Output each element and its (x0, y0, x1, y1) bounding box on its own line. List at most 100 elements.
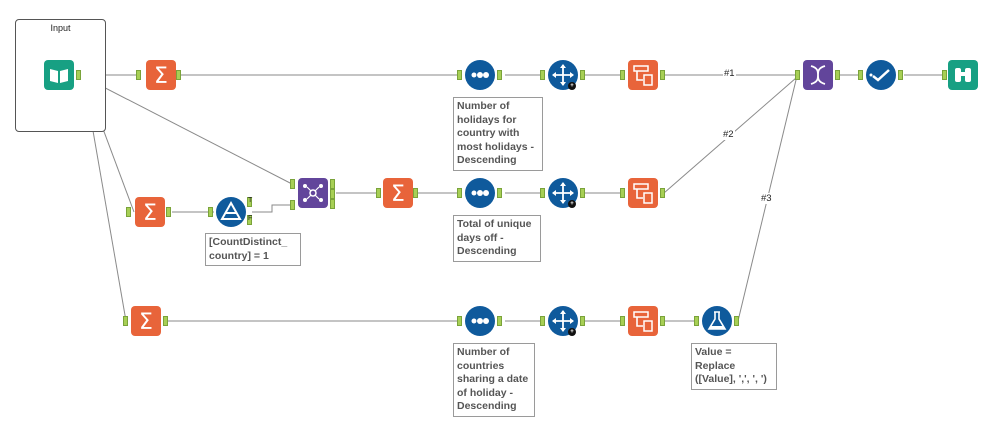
select-tool[interactable] (866, 60, 896, 90)
true-anchor-label: T (248, 197, 253, 204)
output-anchor[interactable] (580, 70, 585, 80)
annotation-line: Number of (457, 346, 510, 358)
output-anchor[interactable] (898, 70, 903, 80)
crosstab-tool-2[interactable] (628, 178, 658, 208)
annotation-line: holidays for (457, 113, 517, 126)
sigma-icon: Σ (154, 64, 168, 89)
output-anchor[interactable] (660, 70, 665, 80)
summarize-tool-2[interactable]: Σ (135, 197, 165, 227)
annotation-holidays-country: Number of holidays for country with most… (453, 97, 543, 171)
sample-tool-1[interactable] (465, 60, 495, 90)
false-anchor[interactable] (247, 215, 252, 225)
input-anchor[interactable] (457, 188, 462, 198)
input-anchor[interactable] (126, 207, 131, 217)
input-anchor[interactable] (795, 70, 800, 80)
annotation-line: days off - (457, 231, 504, 244)
false-anchor-label: F (248, 215, 253, 222)
true-anchor[interactable] (247, 197, 252, 207)
crosstab-tool-3[interactable] (628, 306, 658, 336)
crosstab-tool-1[interactable] (628, 60, 658, 90)
output-anchor[interactable] (497, 70, 502, 80)
formula-tool[interactable] (702, 306, 732, 336)
input-anchor[interactable] (620, 70, 625, 80)
connection-label-1: #1 (723, 68, 736, 79)
union-icon (810, 65, 826, 85)
connection-label-3: #3 (760, 193, 773, 204)
filter-tool[interactable] (216, 197, 246, 227)
annotation-line: ([Value], ',', ', ') (695, 373, 767, 385)
book-icon (50, 69, 68, 83)
annotation-line: Number of (457, 100, 510, 112)
sample-tool-2[interactable] (465, 178, 495, 208)
crosstab-icon (633, 65, 653, 86)
left-input-anchor[interactable] (290, 179, 295, 189)
output-anchor[interactable] (413, 188, 418, 198)
union-tool[interactable] (803, 60, 833, 90)
summarize-tool-3[interactable]: Σ (383, 178, 413, 208)
container-title: Input (50, 23, 71, 33)
sort-icon (552, 64, 574, 86)
input-anchor[interactable] (457, 70, 462, 80)
plus-icon: + (568, 328, 576, 336)
annotation-formula-expression: Value = Replace ([Value], ',', ', ') (691, 343, 777, 390)
input-anchor[interactable] (858, 70, 863, 80)
join-tool[interactable] (298, 178, 328, 208)
filter-icon (220, 200, 242, 220)
join-icon (303, 184, 323, 202)
annotation-countries-sharing: Number of countries sharing a date of ho… (453, 343, 535, 417)
output-anchor[interactable] (76, 70, 81, 80)
output-anchor[interactable] (660, 316, 665, 326)
output-anchor[interactable] (497, 316, 502, 326)
input-anchor[interactable] (540, 316, 545, 326)
input-anchor[interactable] (620, 316, 625, 326)
annotation-line: Total of unique (457, 218, 532, 230)
input-anchor[interactable] (376, 188, 381, 198)
sigma-icon: Σ (143, 201, 157, 226)
output-anchor[interactable] (166, 207, 171, 217)
input-data-tool[interactable] (44, 60, 74, 90)
output-anchor[interactable] (835, 70, 840, 80)
sort-tool-3[interactable]: + (548, 306, 578, 336)
sigma-icon: Σ (391, 182, 405, 207)
output-anchor[interactable] (497, 188, 502, 198)
output-anchor[interactable] (176, 70, 181, 80)
input-anchor[interactable] (136, 70, 141, 80)
output-anchor[interactable] (734, 316, 739, 326)
svg-text:Σ: Σ (154, 64, 168, 89)
input-anchor[interactable] (208, 207, 213, 217)
output-anchor[interactable] (660, 188, 665, 198)
sample-icon (471, 72, 489, 78)
input-anchor[interactable] (457, 316, 462, 326)
right-output-anchor[interactable] (330, 199, 335, 209)
crosstab-icon (633, 183, 653, 204)
output-anchor[interactable] (580, 188, 585, 198)
browse-tool[interactable] (948, 60, 978, 90)
input-anchor[interactable] (620, 188, 625, 198)
svg-text:Σ: Σ (139, 310, 153, 335)
svg-text:Σ: Σ (143, 201, 157, 226)
output-anchor[interactable] (163, 316, 168, 326)
left-output-anchor[interactable] (330, 179, 335, 189)
input-anchor[interactable] (942, 70, 947, 80)
summarize-tool-4[interactable]: Σ (131, 306, 161, 336)
sample-tool-3[interactable] (465, 306, 495, 336)
join-output-anchor[interactable] (330, 189, 335, 199)
input-anchor[interactable] (540, 70, 545, 80)
annotation-unique-days: Total of unique days off - Descending (453, 215, 541, 262)
sort-icon (552, 182, 574, 204)
output-anchor[interactable] (580, 316, 585, 326)
select-check-icon (869, 69, 890, 82)
annotation-line: country with (457, 127, 520, 139)
input-anchor[interactable] (694, 316, 699, 326)
right-input-anchor[interactable] (290, 200, 295, 210)
input-anchor[interactable] (540, 188, 545, 198)
sigma-icon: Σ (139, 310, 153, 335)
annotation-line: Descending (457, 400, 517, 412)
sort-tool-1[interactable]: + (548, 60, 578, 90)
crosstab-icon (633, 311, 653, 332)
input-anchor[interactable] (123, 316, 128, 326)
sort-icon (552, 310, 574, 332)
plus-icon: + (568, 200, 576, 208)
summarize-tool-1[interactable]: Σ (146, 60, 176, 90)
sort-tool-2[interactable]: + (548, 178, 578, 208)
